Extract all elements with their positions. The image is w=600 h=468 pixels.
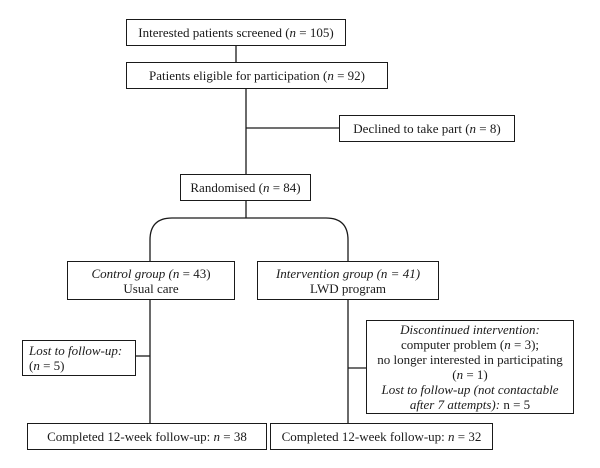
randomised-box: Randomised (n = 84) <box>180 174 311 201</box>
connector-split-right <box>246 217 349 262</box>
control-completed-box: Completed 12-week follow-up: n = 38 <box>27 423 267 450</box>
connector-split-left <box>149 217 246 262</box>
declined-box: Declined to take part (n = 8) <box>339 115 515 142</box>
intervention-discontinued-box: Discontinued intervention: computer prob… <box>366 320 574 414</box>
eligible-box: Patients eligible for participation (n =… <box>126 62 388 89</box>
control-group-box: Control group (n = 43) Usual care <box>67 261 235 300</box>
intervention-group-box: Intervention group (n = 41) LWD program <box>257 261 439 300</box>
screened-box: Interested patients screened (n = 105) <box>126 19 346 46</box>
control-lost-box: Lost to follow-up: (n = 5) <box>22 340 136 376</box>
intervention-completed-box: Completed 12-week follow-up: n = 32 <box>270 423 493 450</box>
